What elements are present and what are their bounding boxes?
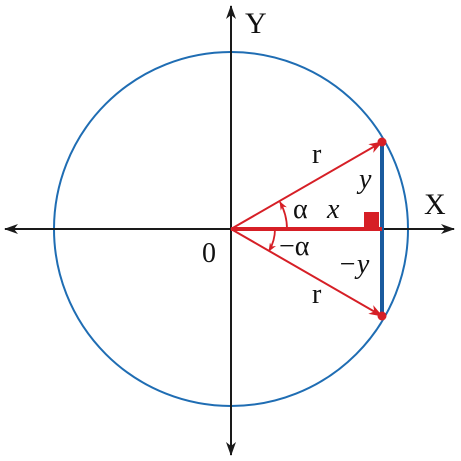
y-axis-label: Y	[245, 7, 267, 40]
point-upper	[377, 137, 387, 147]
x-axis-label: X	[424, 188, 446, 221]
right-angle-marker	[364, 212, 379, 227]
x-projection-label: x	[326, 194, 340, 225]
angle-arc-negative	[268, 228, 276, 252]
y-negative-label: −y	[338, 249, 370, 280]
angle-label-positive: α	[293, 194, 308, 225]
radius-label-upper: r	[312, 139, 322, 170]
radius-vector-upper	[230, 141, 383, 230]
angle-arc-positive	[279, 201, 288, 230]
radius-vector-lower	[230, 228, 383, 317]
origin-label: 0	[202, 238, 216, 269]
point-lower	[377, 311, 387, 321]
radius-label-lower: r	[312, 279, 322, 310]
y-positive-label: y	[356, 164, 372, 195]
angle-label-negative: −α	[279, 231, 310, 262]
